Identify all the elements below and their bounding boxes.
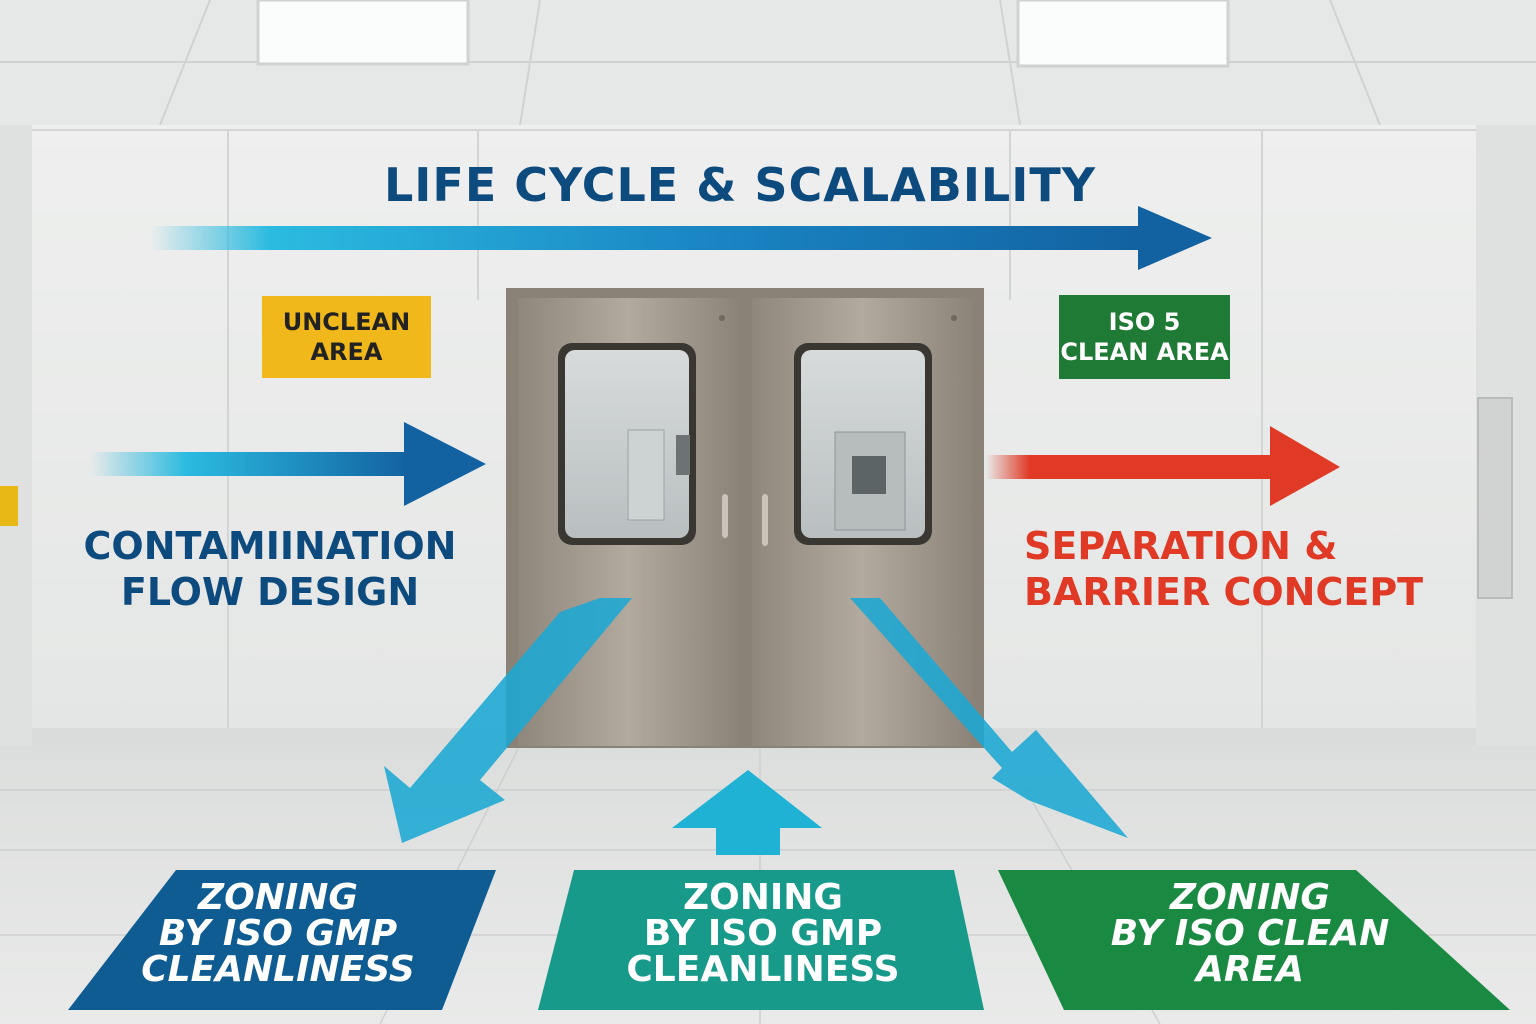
unclean-sign-bg (262, 296, 431, 378)
floor-panel-left: ZONING BY ISO GMP CLEANLINESS (88, 880, 468, 988)
left-caption-line1: CONTAMIINATION (83, 524, 457, 568)
wall-panel-seams (32, 129, 1476, 730)
separation-arrow (986, 426, 1340, 506)
lifecycle-arrow (150, 206, 1212, 270)
floor-panel-center-shape (538, 870, 984, 1010)
floor-panel-left-line3: CLEANLINESS (141, 949, 415, 990)
contamination-flow-arrow (90, 422, 486, 506)
unclean-sign-line2: AREA (310, 338, 383, 366)
unclean-sign-line1: UNCLEAN (282, 308, 411, 336)
clean-sign-line1: ISO 5 (1108, 308, 1181, 336)
door-left[interactable] (518, 298, 738, 746)
clean-sign-line2: CLEAN AREA (1060, 338, 1229, 366)
floor-arrow-left (384, 598, 632, 843)
floor-panel-center: ZONING BY ISO GMP CLEANLINESS (556, 880, 970, 988)
ceiling-light-left (256, 0, 470, 66)
floor-arrow-right (850, 598, 1128, 838)
window-interior (627, 429, 906, 531)
floor-panel-center-line2: BY ISO GMP (643, 913, 883, 954)
door-left-handle[interactable] (722, 494, 728, 538)
ceiling-light-right (1016, 0, 1230, 68)
iso5-clean-area-sign: ISO 5 CLEAN AREA (1059, 295, 1230, 379)
left-side-wall (0, 125, 32, 745)
lifecycle-headline: LIFE CYCLE & SCALABILITY (384, 158, 1097, 212)
contamination-flow-caption: CONTAMIINATION FLOW DESIGN (60, 524, 480, 615)
left-caption-line2: FLOW DESIGN (120, 569, 420, 614)
floor-panel-center-line3: CLEANLINESS (626, 949, 900, 990)
floor-panel-right: ZONING BY ISO CLEAN AREA (1040, 880, 1460, 988)
yellow-bin (0, 486, 18, 526)
unclean-area-sign: UNCLEAN AREA (262, 296, 431, 378)
floor-panel-left-line1: ZONING (198, 877, 358, 918)
floor-panel-right-line3: AREA (1195, 949, 1305, 990)
right-caption-line1: SEPARATION & (1024, 524, 1338, 568)
right-side-door (1477, 397, 1513, 599)
right-caption-line2: BARRIER CONCEPT (1024, 569, 1424, 614)
clean-sign-bg (1059, 295, 1230, 379)
floor-panel-right-line1: ZONING (1170, 877, 1330, 918)
separation-barrier-caption: SEPARATION & BARRIER CONCEPT (1024, 524, 1423, 615)
floor-panel-right-line2: BY ISO CLEAN (1110, 913, 1390, 954)
floor-panel-center-line1: ZONING (683, 877, 843, 918)
floor-panel-left-shape (68, 870, 496, 1010)
floor-panel-left-line2: BY ISO GMP (158, 913, 398, 954)
floor-arrow-center (672, 770, 822, 855)
floor-panel-right-shape (998, 870, 1510, 1010)
ceiling-grid (0, 0, 1536, 126)
door-right-handle[interactable] (762, 494, 768, 546)
